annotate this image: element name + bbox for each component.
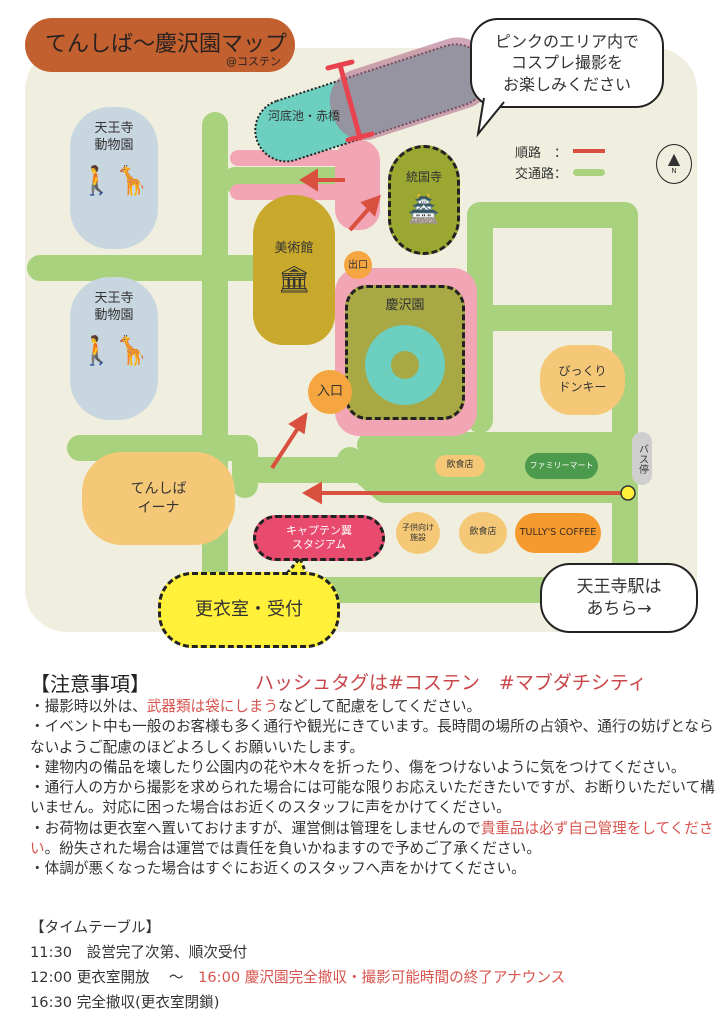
path-swatch-icon	[573, 168, 606, 176]
zoo-label: 天王寺	[94, 121, 134, 136]
art-museum[interactable]: 美術館 🏛	[253, 195, 335, 345]
tenshiba-label: てんしば	[130, 481, 187, 498]
garden-scenery-icon	[365, 324, 445, 405]
map-title: てんしば〜慶沢園マップ	[45, 32, 288, 57]
timetable-row: 11:30 設営完了次第、順次受付	[30, 944, 248, 961]
hashtag-text: ハッシュタグは#コステン #マブダチシティ	[255, 672, 647, 694]
note-highlight: 貴重品は必ず自己管理をしてください	[30, 819, 714, 858]
note-luggage: ・お荷物は更衣室へ置いておけますが、運営側は管理をしませんので貴重品は必ず自己管…	[30, 819, 720, 860]
stadium-label: キャプテン翼	[286, 523, 352, 537]
bikkuri-donkey[interactable]: びっくりドンキー	[540, 345, 625, 415]
note-text: などして配慮をしてください。	[278, 698, 482, 715]
pink-area-callout: ピンクのエリア内で コスプレ撮影を お楽しみください	[470, 18, 664, 108]
callout-line: ピンクのエリア内で	[494, 31, 639, 51]
tenshiba-label: イーナ	[137, 499, 180, 516]
tenshiba-ina[interactable]: てんしばイーナ	[82, 452, 235, 545]
legend: 順路 ： 交通路：	[515, 141, 606, 183]
legend-route-label: 順路 ：	[515, 145, 568, 161]
museum-label: 美術館	[274, 241, 314, 256]
restaurant-1[interactable]: 飲食店	[435, 455, 485, 477]
changing-room-reception[interactable]: 更衣室・受付	[158, 572, 340, 648]
map-title-badge: てんしば〜慶沢園マップ @コステン	[25, 18, 295, 72]
compass-icon: ▲N	[656, 144, 692, 184]
captain-tsubasa-stadium[interactable]: キャプテン翼スタジアム	[253, 515, 385, 561]
path-diagonal	[337, 447, 633, 503]
note-public: ・イベント中も一般のお客様も多く通行や観光にきています。長時間の場所の占領や、通…	[30, 718, 714, 756]
pond-label: 河底池・赤橋	[268, 109, 341, 123]
red-bridge	[325, 59, 375, 143]
garden-label: 慶沢園	[385, 298, 425, 313]
legend-path-label: 交通路：	[515, 166, 568, 182]
timetable-row: 16:30 完全撤収(更衣室閉鎖)	[30, 994, 220, 1011]
note-highlight: 武器類は袋にしまう	[146, 698, 279, 715]
tullys-coffee[interactable]: TULLY'S COFFEE	[515, 513, 601, 553]
callout-line: お楽しみください	[502, 74, 631, 94]
pagoda-icon: 🏯	[407, 194, 441, 225]
family-mart[interactable]: ファミリーマート	[525, 453, 598, 479]
timetable-row: 12:00 更衣室開放 〜 16:00 慶沢園完全撤収・撮影可能時間の終了アナウ…	[30, 966, 565, 987]
callout-tail	[476, 97, 505, 138]
compass-label: N	[671, 167, 677, 176]
bus-stop[interactable]: バス停	[632, 432, 652, 485]
kids-label: 子供向け	[402, 523, 434, 533]
timetable-heading: 【タイムテーブル】	[30, 919, 161, 936]
donkey-label: ドンキー	[558, 380, 607, 394]
callout-line: コスプレ撮影を	[510, 53, 623, 73]
zoo-visitors-icon: 🚶🦒	[79, 333, 149, 367]
stadium-label: スタジアム	[291, 538, 347, 551]
note-text: ・お荷物は更衣室へ置いておけますが、運営側は管理をしませんので	[30, 819, 481, 837]
note-text: 。紛失された場合は運営では責任を負いかねますので予めご了承ください。	[44, 840, 541, 858]
route-arrow-icon	[573, 149, 606, 153]
zoo-label: 動物園	[94, 137, 134, 153]
tokokuji-temple[interactable]: 統国寺 🏯	[388, 145, 460, 255]
restaurant-2[interactable]: 飲食店	[459, 512, 507, 554]
temple-label: 統国寺	[405, 170, 442, 184]
station-line: あちら→	[586, 599, 652, 619]
note-health: ・体調が悪くなった場合はすぐにお近くのスタッフへ声をかけてください。	[30, 860, 526, 878]
zoo-label: 天王寺	[94, 291, 134, 306]
museum-building-icon: 🏛	[277, 264, 311, 295]
zoo-1[interactable]: 天王寺動物園 🚶🦒	[70, 107, 158, 249]
station-direction-callout: 天王寺駅はあちら→	[540, 563, 698, 633]
zoo-visitors-icon: 🚶🦒	[79, 163, 149, 197]
note-text: ・撮影時以外は、	[30, 698, 147, 715]
exit-marker[interactable]: 出口	[344, 251, 372, 279]
notes-heading: 【注意事項】	[30, 672, 150, 696]
route-arrows	[270, 168, 628, 505]
zoo-2[interactable]: 天王寺動物園 🚶🦒	[70, 277, 158, 420]
donkey-label: びっくり	[558, 364, 607, 379]
pond	[254, 37, 493, 163]
zoo-label: 動物園	[94, 307, 134, 323]
timetable-highlight: 16:00 慶沢園完全撤収・撮影可能時間の終了アナウンス	[198, 969, 566, 986]
station-line: 天王寺駅は	[576, 576, 662, 597]
kids-facility[interactable]: 子供向け施設	[396, 512, 440, 554]
map-subtitle: @コステン	[226, 55, 281, 68]
entrance-marker[interactable]: 入口	[308, 370, 352, 414]
keitakuen-garden[interactable]: 慶沢園	[345, 285, 465, 420]
kids-label: 施設	[410, 533, 426, 542]
note-weapons: ・撮影時以外は、武器類は袋にしまうなどして配慮をしてください。	[30, 697, 720, 717]
notes-section: 【注意事項】 ハッシュタグは#コステン #マブダチシティ ・撮影時以外は、武器類…	[30, 668, 720, 880]
note-property: ・建物内の備品を壊したり公園内の花や木々を折ったり、傷をつけないように気をつけて…	[30, 758, 686, 776]
timetable-text: 12:00 更衣室開放 〜	[30, 969, 199, 986]
note-photo-requests: ・通行人の方から撮影を求められた場合には可能な限りお応えいただきたいですが、お断…	[30, 779, 715, 817]
start-marker	[620, 485, 636, 501]
